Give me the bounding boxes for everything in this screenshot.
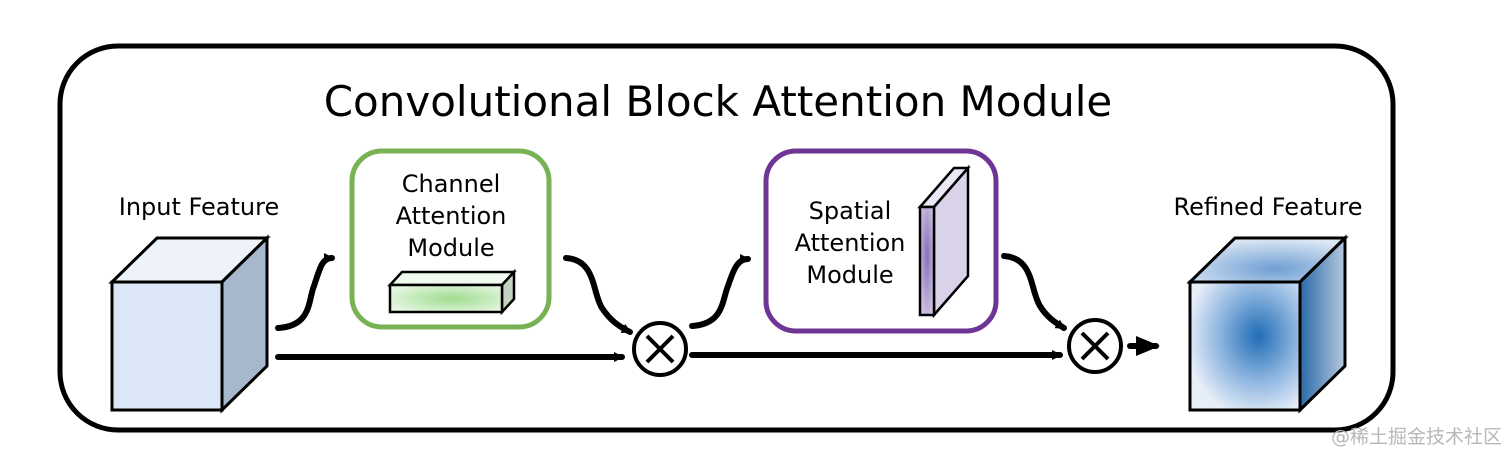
arrow-multiply-1-to-spatial	[689, 254, 751, 329]
multiply-operator-1	[632, 321, 688, 377]
arrow-input-to-channel	[275, 253, 335, 331]
outer-frame	[57, 43, 1396, 433]
multiply-operator-2	[1067, 318, 1123, 374]
refined-feature-label: Refined Feature	[1173, 193, 1362, 221]
channel-label-line-1: Channel	[402, 170, 501, 198]
channel-label-line-3: Module	[407, 234, 494, 262]
input-feature-cube	[108, 234, 271, 414]
spatial-label-line-1: Spatial	[809, 197, 892, 225]
spatial-label-line-2: Attention	[795, 229, 906, 257]
channel-attention-bar	[387, 268, 517, 316]
arrow-spatial-to-multiply-2	[1001, 253, 1067, 331]
refined-feature-cube	[1186, 234, 1349, 414]
diagram-title: Convolutional Block Attention Module	[324, 77, 1113, 126]
spatial-label-line-3: Module	[806, 261, 893, 289]
spatial-attention-plane	[917, 164, 971, 319]
input-feature-label: Input Feature	[119, 193, 279, 221]
channel-label-line-2: Attention	[396, 202, 507, 230]
flow-paths	[275, 253, 1160, 362]
arrow-channel-to-multiply-1	[563, 255, 633, 335]
watermark: @稀土掘金技术社区	[1330, 426, 1502, 448]
